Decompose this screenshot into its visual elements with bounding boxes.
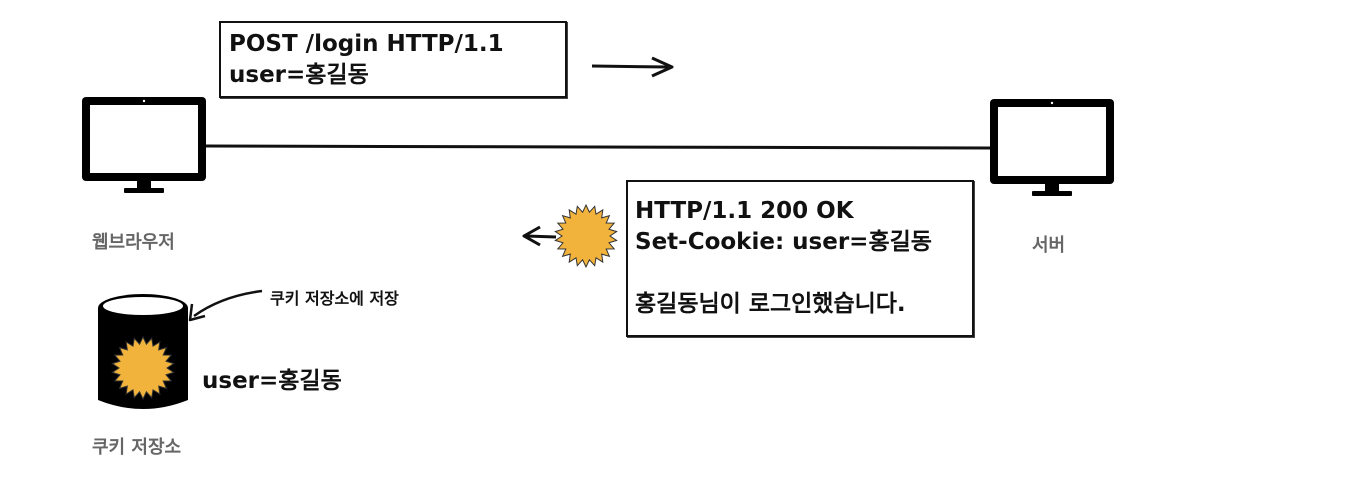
stored-cookie-value: user=홍길동: [202, 368, 342, 394]
response-line-4: 홍길동님이 로그인했습니다.: [635, 291, 906, 317]
request-message-text: POST /login HTTP/1.1 user=홍길동: [229, 29, 504, 91]
connection-line: [205, 144, 991, 150]
response-message-box: HTTP/1.1 200 OK Set-Cookie: user=홍길동 홍길동…: [626, 180, 974, 337]
server-label: 서버: [1032, 235, 1066, 256]
response-line-1: HTTP/1.1 200 OK: [635, 198, 854, 224]
request-message-box: POST /login HTTP/1.1 user=홍길동: [219, 21, 567, 98]
response-message-text: HTTP/1.1 200 OK Set-Cookie: user=홍길동 홍길동…: [635, 196, 932, 320]
request-line-2: user=홍길동: [229, 62, 369, 88]
store-arrow-label: 쿠키 저장소에 저장: [270, 289, 399, 308]
response-arrow-icon: [522, 225, 557, 247]
cookie-store-label: 쿠키 저장소: [92, 437, 182, 458]
response-line-2: Set-Cookie: user=홍길동: [635, 229, 932, 255]
browser-label: 웹브라우저: [92, 232, 175, 253]
request-arrow-icon: [591, 56, 674, 78]
browser-monitor-icon: [82, 97, 206, 193]
request-line-1: POST /login HTTP/1.1: [229, 31, 504, 57]
stored-cookie-starburst-icon: [111, 335, 175, 401]
store-arrow-icon: [188, 289, 263, 322]
cookie-starburst-icon: [554, 203, 618, 269]
server-monitor-icon: [990, 99, 1114, 196]
